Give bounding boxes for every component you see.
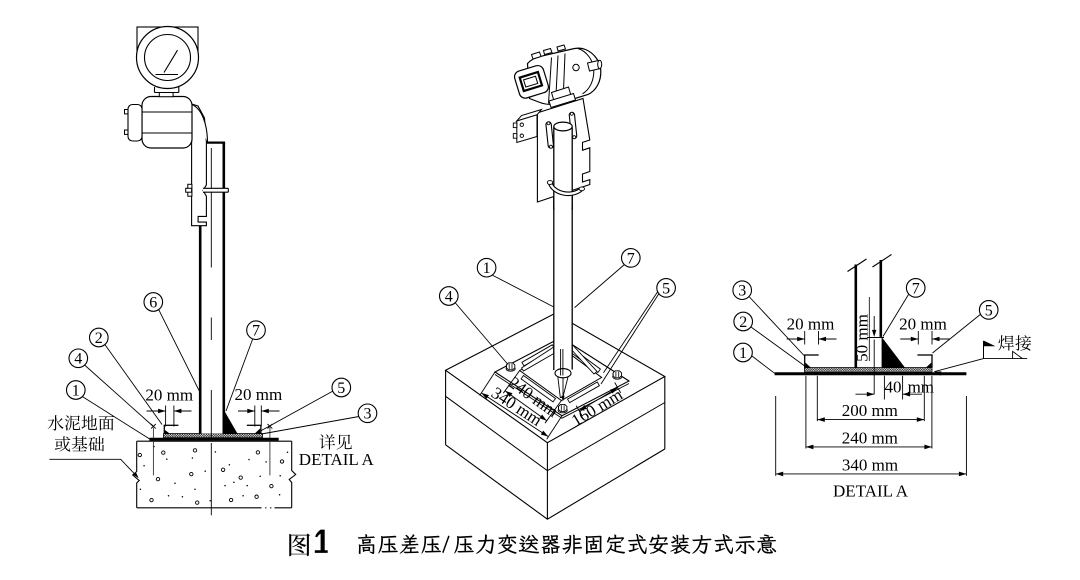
svg-text:mm: mm <box>908 377 934 396</box>
svg-text:2: 2 <box>739 314 747 331</box>
svg-text:7: 7 <box>912 280 920 297</box>
svg-text:7: 7 <box>252 323 260 340</box>
svg-text:4: 4 <box>74 351 82 368</box>
svg-text:20 mm: 20 mm <box>235 385 283 404</box>
svg-text:4: 4 <box>445 288 453 305</box>
svg-text:20 mm: 20 mm <box>787 315 835 334</box>
svg-text:1: 1 <box>739 345 747 362</box>
svg-text:DETAIL A: DETAIL A <box>833 482 909 501</box>
svg-text:240 mm: 240 mm <box>842 429 898 448</box>
svg-text:20 mm: 20 mm <box>899 315 947 334</box>
svg-text:2: 2 <box>95 330 103 347</box>
svg-text:40: 40 <box>885 377 902 396</box>
svg-text:1: 1 <box>483 260 491 277</box>
svg-text:3: 3 <box>364 406 372 423</box>
svg-text:200 mm: 200 mm <box>842 401 898 420</box>
svg-text:20 mm: 20 mm <box>145 385 193 404</box>
svg-text:6: 6 <box>149 294 157 311</box>
svg-text:5: 5 <box>985 302 993 319</box>
svg-text:5: 5 <box>337 380 345 397</box>
svg-text:7: 7 <box>627 250 635 267</box>
svg-text:340 mm: 340 mm <box>842 455 898 474</box>
svg-text:3: 3 <box>738 283 746 300</box>
svg-text:5: 5 <box>662 280 670 297</box>
svg-text:50 mm: 50 mm <box>853 314 872 362</box>
svg-text:DETAIL A: DETAIL A <box>299 450 375 469</box>
svg-text:1: 1 <box>72 382 80 399</box>
